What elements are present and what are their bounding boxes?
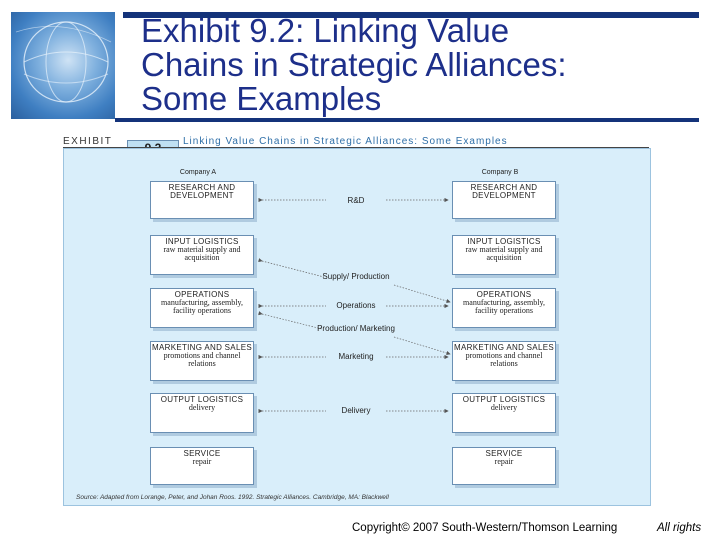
box-subtitle: delivery	[490, 403, 518, 412]
title-bottom-bar	[115, 118, 699, 122]
box-subtitle: promotions and channel relations	[465, 351, 543, 368]
company-a-output-logistics-box: OUTPUT LOGISTICS delivery	[150, 393, 254, 433]
company-b-input-logistics-box: INPUT LOGISTICS raw material supply and …	[452, 235, 556, 275]
company-b-heading: Company B	[481, 169, 519, 176]
box-title: INPUT LOGISTICS	[165, 237, 239, 246]
exhibit-panel: Company A Company B RESEARCH AND DEVELOP…	[63, 148, 651, 506]
box-subtitle: promotions and channel relations	[163, 351, 241, 368]
company-a-marketing-box: MARKETING AND SALES promotions and chann…	[150, 341, 254, 381]
exhibit-word: EXHIBIT	[63, 136, 113, 147]
company-b-marketing-box: MARKETING AND SALES promotions and chann…	[452, 341, 556, 381]
exhibit-title: Linking Value Chains in Strategic Allian…	[183, 136, 508, 147]
company-a-service-box: SERVICE repair	[150, 447, 254, 485]
link-label-rnd: R&D	[347, 196, 365, 205]
box-title: MARKETING AND SALES	[152, 343, 252, 352]
slide-title: Exhibit 9.2: Linking Value Chains in Str…	[141, 14, 701, 116]
company-b-service-box: SERVICE repair	[452, 447, 556, 485]
box-subtitle: manufacturing, assembly, facility operat…	[161, 298, 243, 315]
title-top-bar	[123, 12, 699, 18]
company-b-operations-box: OPERATIONS manufacturing, assembly, faci…	[452, 288, 556, 328]
box-subtitle: repair	[192, 457, 212, 466]
box-title: MARKETING AND SALES	[454, 343, 554, 352]
box-subtitle: delivery	[188, 403, 216, 412]
box-title: OPERATIONS	[476, 290, 532, 299]
box-title: RESEARCH AND DEVELOPMENT	[168, 183, 236, 200]
company-a-rnd-box: RESEARCH AND DEVELOPMENT	[150, 181, 254, 219]
box-subtitle: raw material supply and acquisition	[465, 245, 543, 262]
box-subtitle: repair	[494, 457, 514, 466]
exhibit-header: EXHIBIT 9.2 Linking Value Chains in Stra…	[63, 136, 649, 157]
company-b-rnd-box: RESEARCH AND DEVELOPMENT	[452, 181, 556, 219]
box-title: SERVICE	[183, 449, 221, 458]
link-label-marketing: Marketing	[338, 352, 374, 361]
link-label-delivery: Delivery	[341, 406, 371, 415]
link-lines	[258, 197, 451, 414]
rights-text: All rights	[657, 522, 702, 534]
company-a-input-logistics-box: INPUT LOGISTICS raw material supply and …	[150, 235, 254, 275]
globe-logo	[11, 12, 115, 119]
title-line-3: Some Examples	[141, 80, 382, 117]
box-title: OPERATIONS	[174, 290, 230, 299]
exhibit-source: Source: Adapted from Lorange, Peter, and…	[76, 494, 389, 501]
box-subtitle: manufacturing, assembly, facility operat…	[463, 298, 545, 315]
link-label-supply-production: Supply/ Production	[322, 272, 390, 281]
company-a-operations-box: OPERATIONS manufacturing, assembly, faci…	[150, 288, 254, 328]
box-title: OUTPUT LOGISTICS	[462, 395, 546, 404]
company-a-heading: Company A	[179, 169, 217, 176]
box-title: SERVICE	[485, 449, 523, 458]
title-line-2: Chains in Strategic Alliances:	[141, 46, 567, 83]
link-label-production-marketing: Production/ Marketing	[317, 324, 395, 333]
box-title: OUTPUT LOGISTICS	[160, 395, 244, 404]
box-subtitle: raw material supply and acquisition	[163, 245, 241, 262]
title-line-1: Exhibit 9.2: Linking Value	[141, 12, 510, 49]
company-b-output-logistics-box: OUTPUT LOGISTICS delivery	[452, 393, 556, 433]
box-title: RESEARCH AND DEVELOPMENT	[470, 183, 538, 200]
box-title: INPUT LOGISTICS	[467, 237, 541, 246]
exhibit-rule	[63, 147, 649, 148]
link-label-operations: Operations	[336, 301, 376, 310]
copyright-text: Copyright© 2007 South-Western/Thomson Le…	[352, 522, 618, 534]
